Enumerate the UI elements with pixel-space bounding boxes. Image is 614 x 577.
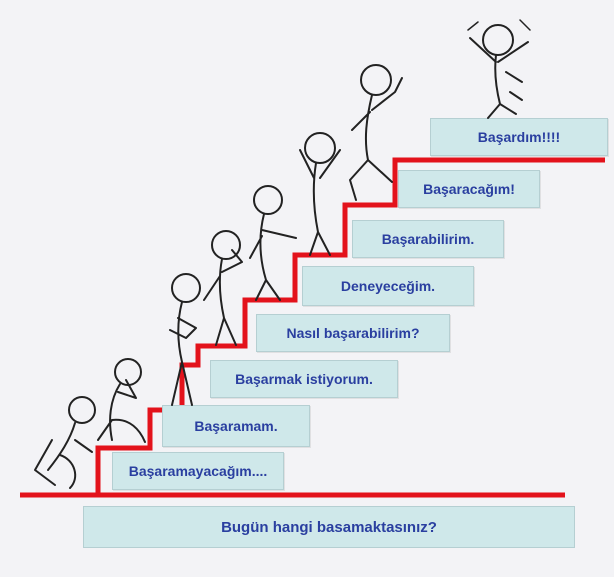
figure-2-icon — [97, 358, 146, 443]
step-label-2: Başaramam. — [162, 405, 310, 447]
figure-1-icon — [34, 396, 96, 489]
figure-8-icon — [467, 19, 531, 119]
figure-5-icon — [249, 185, 297, 301]
figure-7-icon — [349, 64, 403, 201]
figure-3-icon — [169, 273, 201, 406]
step-label-5: Deneyeceğim. — [302, 266, 474, 306]
step-label-6: Başarabilirim. — [352, 220, 504, 258]
figure-6-icon — [299, 132, 341, 256]
question-banner: Bugün hangi basamaktasınız? — [83, 506, 575, 548]
step-label-1: Başaramayacağım.... — [112, 452, 284, 490]
step-label-8: Başardım!!!! — [430, 118, 608, 156]
step-label-7: Başaracağım! — [398, 170, 540, 208]
figure-4-icon — [203, 230, 243, 346]
step-label-4: Nasıl başarabilirim? — [256, 314, 450, 352]
step-label-3: Başarmak istiyorum. — [210, 360, 398, 398]
